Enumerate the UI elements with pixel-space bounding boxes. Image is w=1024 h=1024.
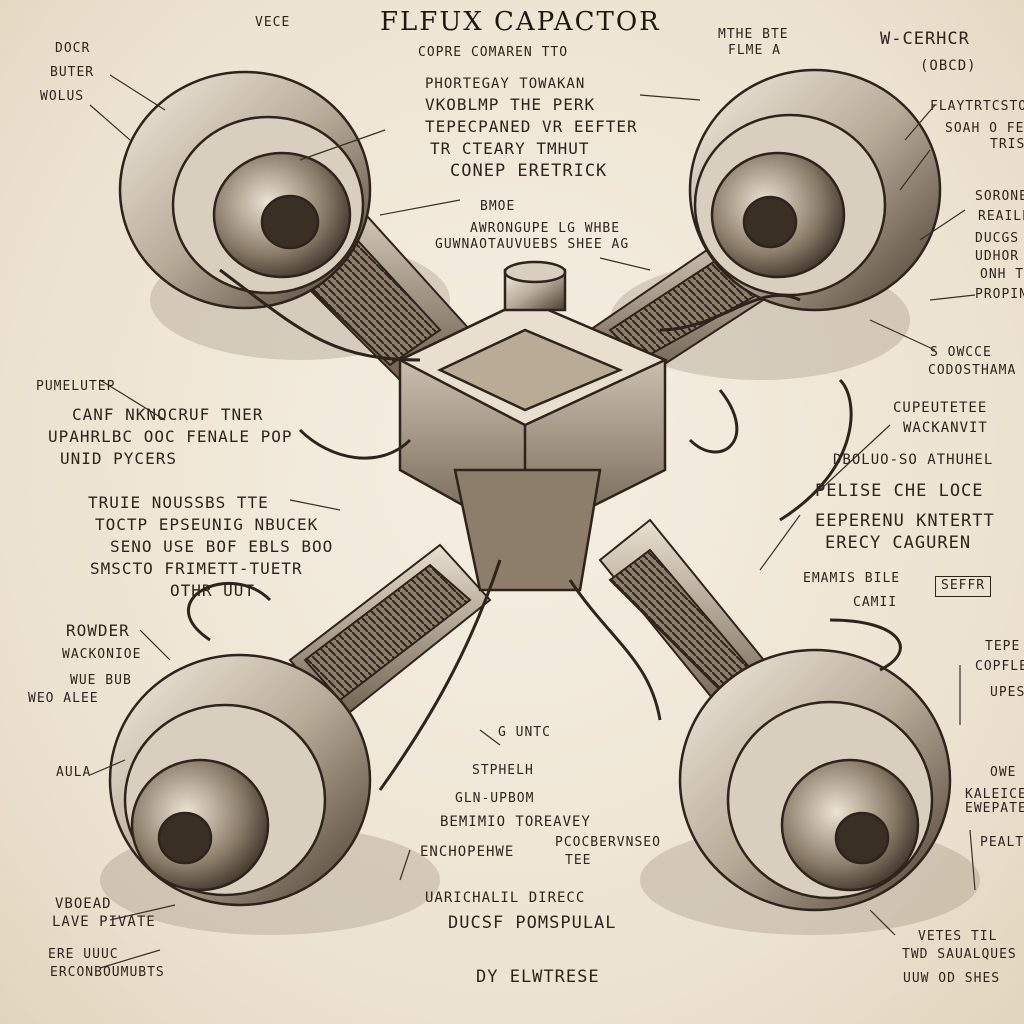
right-mid-1: SORONEG [975, 189, 1024, 204]
right-big-4: ERECY CAGUREN [825, 533, 972, 553]
top-right-small-1: MTHE BTE [718, 27, 789, 42]
page-title: FLFUX CAPACTOR [380, 7, 661, 37]
drum-bottom-right [678, 648, 952, 912]
top-left-label-3: WOLUS [40, 89, 85, 104]
bottom-center-8: UARICHALIL DIRECC [425, 890, 586, 906]
bottom-right-1: VETES TIL [918, 929, 998, 944]
right-lower-small-2: CODOSTHAMA [928, 363, 1017, 378]
top-left-small: VECE [255, 15, 291, 30]
right-mid-3: DUCGS [975, 231, 1020, 246]
right-mid-6: PROPING [975, 287, 1024, 302]
right-mid-5: ONH TH [980, 267, 1024, 282]
left-small-3: WUE BUB [70, 673, 132, 688]
top-left-label-1: DOCR [55, 41, 91, 56]
bottom-center-4: BEMIMIO TOREAVEY [440, 814, 591, 830]
right-bottom-small-2: CAMII [853, 595, 898, 610]
center-note-5: CONEP ERETRICK [450, 161, 608, 181]
drum-top-left [118, 70, 372, 310]
top-left-label-2: BUTER [50, 65, 95, 80]
right-upper-2: SOAH O FEUND [945, 121, 1024, 136]
bottom-right-3: UUW OD SHES [903, 971, 1001, 986]
center-note-3: TEPECPANED VR EEFTER [425, 117, 638, 136]
bottom-center-9: DUCSF POMSPULAL [448, 913, 617, 933]
left-bottom-3: ERE UUUC [48, 947, 119, 962]
left-small-4: WEO ALEE [28, 691, 99, 706]
left-mid-1: PUMELUTEP [36, 379, 116, 394]
bottom-center-5: ENCHOPEHWE [420, 844, 515, 860]
center-small-3: GUWNAOTAUVUEBS SHEE AG [435, 237, 630, 252]
right-mid-4: UDHOR [975, 249, 1020, 264]
central-core [397, 260, 669, 592]
left-lower-3: SENO USE BOF EBLS BOO [110, 537, 334, 556]
left-lower-5: OTHR UUT [170, 581, 256, 600]
signature: DY ELWTRESE [476, 967, 600, 987]
left-bottom-2: LAVE PIVATE [52, 914, 156, 930]
bottom-center-2: STPHELH [472, 763, 534, 778]
left-bottom-1: VBOEAD [55, 896, 112, 912]
right-lower-small-1: S OWCCE [930, 345, 992, 360]
bottom-right-2: TWD SAUALQUES [902, 947, 1017, 962]
right-center-1: CUPEUTETEE [893, 400, 988, 416]
subtitle: COPRE COMAREN TTO [418, 45, 569, 60]
right-edge-lower-2: KALEICE [965, 787, 1024, 802]
right-big-2: PELISE CHE LOCE [815, 481, 984, 501]
right-big-3: EEPERENU KNTERTT [815, 511, 995, 531]
left-lower-4: SMSCTO FRIMETT-TUETR [90, 559, 303, 578]
left-mid-4: UNID PYCERS [60, 449, 177, 468]
center-note-4: TR CTEARY TMHUT [430, 139, 590, 158]
drum-bottom-left [108, 653, 372, 907]
cables [186, 268, 902, 791]
right-edge-3: UPES [990, 685, 1024, 700]
center-small-1: BMOE [480, 199, 516, 214]
right-edge-lower-4: PEALT [980, 835, 1024, 850]
right-bottom-small-1: EMAMIS BILE [803, 571, 901, 586]
right-center-2: WACKANVIT [903, 420, 988, 436]
right-big-1: DBOLUO-SO ATHUHEL [833, 452, 994, 468]
top-right-small-2: FLME A [728, 43, 781, 58]
right-edge-lower-1: OWE [990, 765, 1017, 780]
right-edge-1: TEPE [985, 639, 1021, 654]
center-small-2: AWRONGUPE LG WHBE [470, 221, 621, 236]
drum-top-right [688, 68, 942, 312]
left-lower-1: TRUIE NOUSSBS TTE [88, 493, 269, 512]
right-edge-lower-3: EWEPATEN [965, 801, 1024, 816]
left-small-1: ROWDER [66, 621, 130, 640]
right-edge-2: COPFLEC [975, 659, 1024, 674]
right-mid-2: REAILE [978, 209, 1024, 224]
bottom-center-1: G UNTC [498, 725, 551, 740]
bottom-center-7: TEE [565, 853, 592, 868]
bottom-center-3: GLN-UPBOM [455, 791, 535, 806]
right-upper-3: TRIS [990, 137, 1024, 152]
center-note-1: PHORTEGAY TOWAKAN [425, 76, 586, 92]
top-right-label-1: W-CERHCR [880, 29, 970, 49]
right-boxed-label: SEFFR [935, 576, 992, 597]
left-small-2: WACKONIOE [62, 647, 142, 662]
left-edge-1: AULA [56, 765, 92, 780]
center-note-2: VKOBLMP THE PERK [425, 95, 596, 114]
top-right-label-2: (OBCD) [920, 58, 977, 74]
left-bottom-4: ERCONBOUMUBTS [50, 965, 165, 980]
left-mid-2: CANF NKNOCRUF TNER [72, 405, 264, 424]
left-mid-3: UPAHRLBC OOC FENALE POP [48, 427, 293, 446]
left-lower-2: TOCTP EPSEUNIG NBUCEK [95, 515, 319, 534]
right-upper-1: FLAYTRTCSTO [930, 99, 1024, 114]
bottom-center-6: PCOCBERVNSEO [555, 835, 661, 850]
leader-lines [89, 74, 976, 969]
